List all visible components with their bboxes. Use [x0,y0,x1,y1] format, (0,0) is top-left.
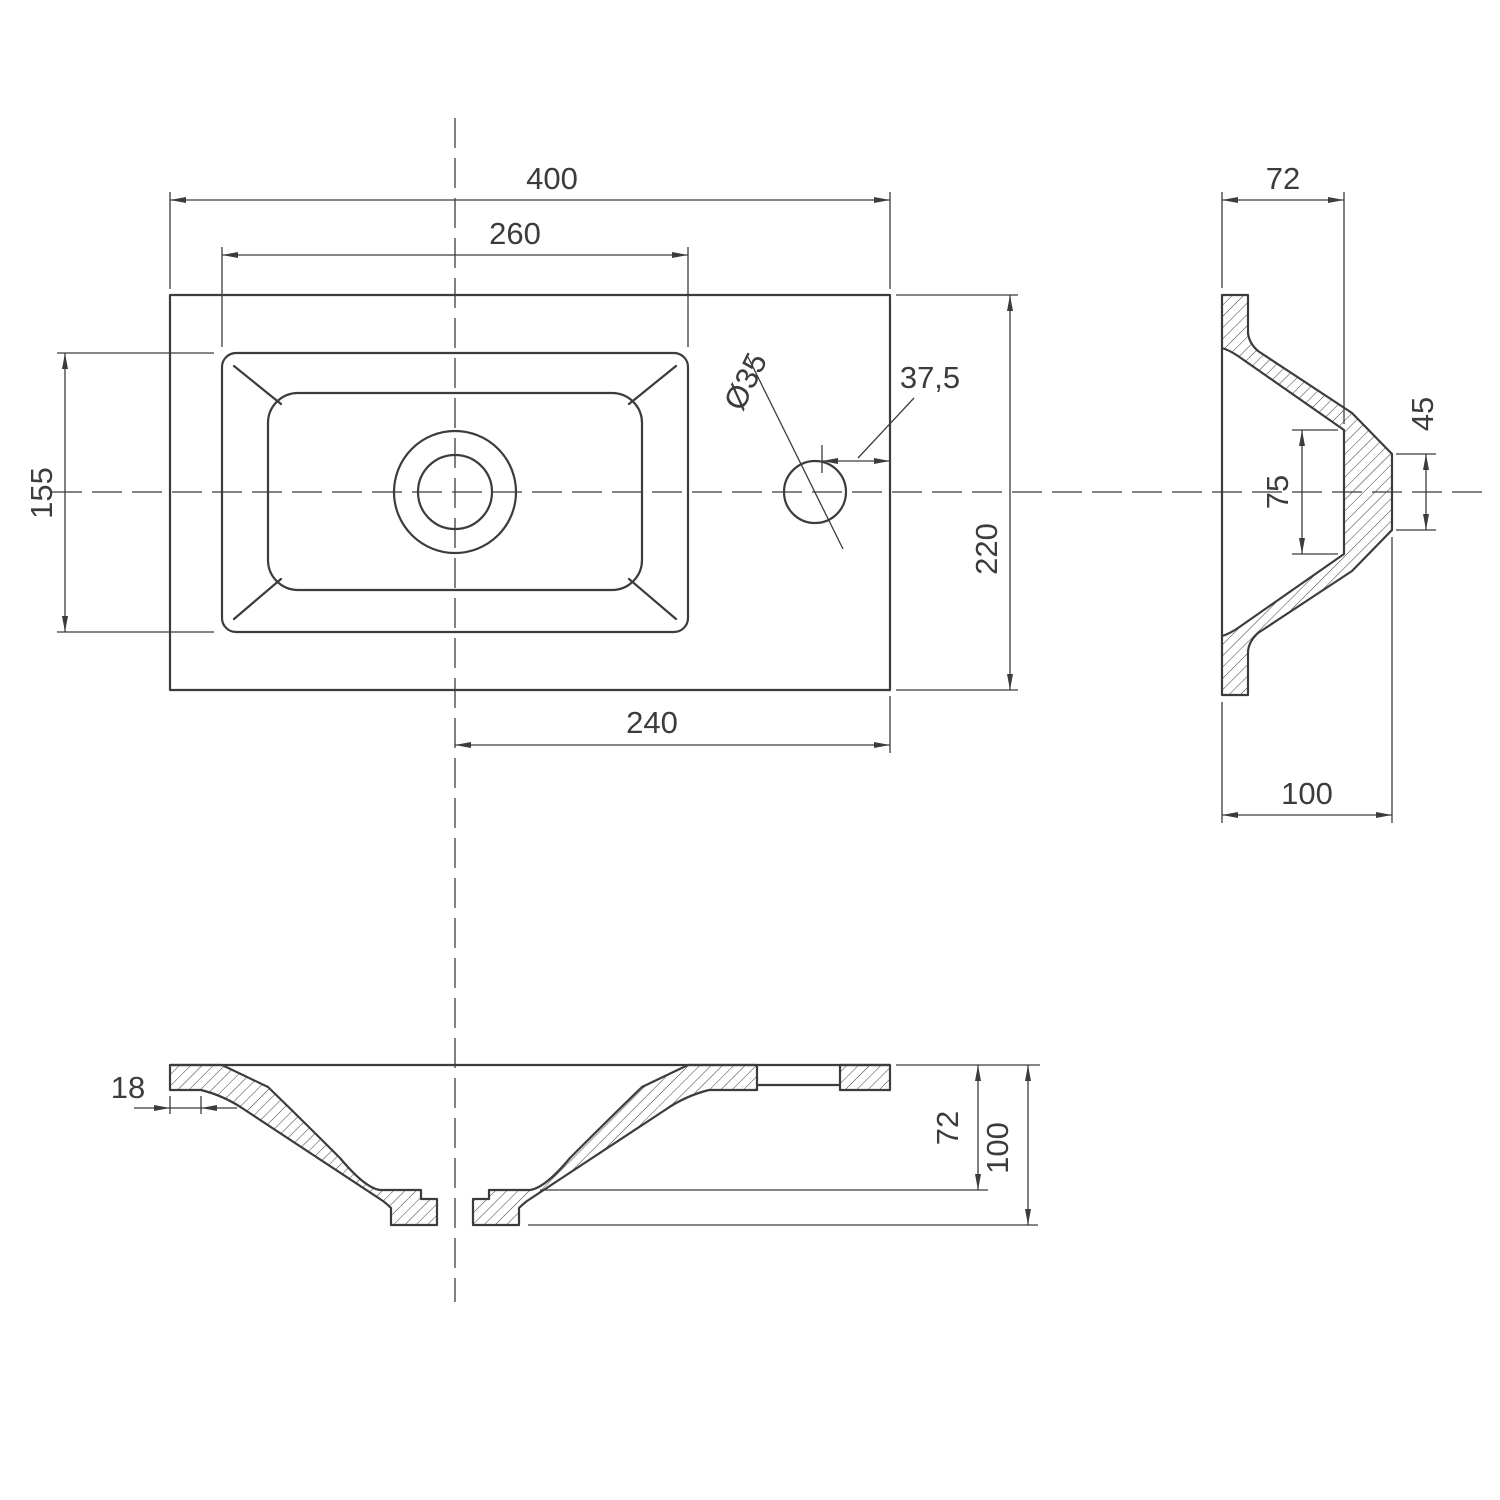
basin-outline [168,293,892,692]
bevel-corner-line-br [627,577,678,621]
dim-label-drain-boss-width: 45 [1405,397,1440,431]
front-section-left-shell [168,1063,439,1227]
front-section-right-slab [838,1063,892,1092]
dim-label-drain-flat-length: 75 [1260,475,1295,509]
leader-line [857,397,915,459]
front-section-right-shell [471,1063,759,1227]
dim-label-tap-hole-offset: 37,5 [900,360,960,395]
dimension-tap-hole-offset: 37,5 [821,360,960,473]
dimension-front-bowl-depth: 72 [540,1064,1040,1191]
dim-label-bowl-depth: 155 [24,467,59,519]
side-section-profile [1220,293,1394,697]
side-section-view [1220,293,1394,697]
bevel-corner-line-tl [232,364,283,406]
leader-line [747,356,844,550]
dimension-drain-center-to-edge: 240 [455,696,891,753]
dim-label-rim-edge-flat: 18 [111,1070,145,1105]
dim-label-tap-hole-diameter: Ø35 [717,347,774,415]
dim-label-front-bowl-depth: 72 [930,1111,965,1145]
dimension-bowl-depth: 155 [24,352,214,633]
dim-label-side-bowl-depth: 72 [1266,161,1300,196]
dimension-drain-flat-length: 75 [1260,429,1338,555]
dim-label-drain-center-to-edge: 240 [626,705,678,740]
dimension-front-overall-height: 100 [528,1065,1038,1226]
dim-label-bowl-width: 260 [489,216,541,251]
dimension-tap-hole-diameter: Ø35 [717,347,844,550]
dim-label-overall-width: 400 [526,161,578,196]
dimension-overall-width: 400 [169,161,891,289]
dimension-bowl-width: 260 [221,216,689,347]
front-section-view [168,1063,892,1227]
dim-label-front-overall-height: 100 [980,1122,1015,1174]
dimension-side-overall-height: 100 [1221,537,1393,823]
dimension-overall-depth: 220 [896,294,1018,691]
dimension-side-bowl-depth: 72 [1221,161,1345,424]
dimension-drain-boss-width: 45 [1396,397,1440,531]
dim-label-side-overall-height: 100 [1281,776,1333,811]
dimension-rim-edge-flat: 18 [111,1070,237,1114]
dim-label-overall-depth: 220 [969,523,1004,575]
bevel-corner-line-bl [232,577,283,621]
bevel-corner-line-tr [627,364,678,406]
